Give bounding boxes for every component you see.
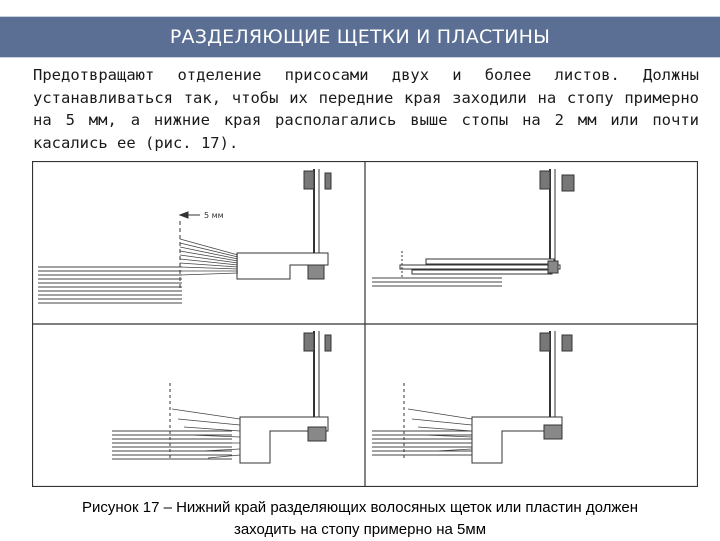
body-paragraph: Предотвращают отделение присосами двух и… bbox=[33, 66, 699, 152]
quadrant-bottom-left bbox=[112, 331, 332, 464]
quadrant-top-right bbox=[372, 169, 575, 287]
figure-17-diagram: 5 мм bbox=[32, 161, 698, 487]
caption-line-1: Рисунок 17 – Нижний край разделяющих вол… bbox=[81, 499, 639, 516]
caption-line-2: заходить на стопу примерно на 5мм bbox=[233, 521, 487, 538]
title-bar: РАЗДЕЛЯЮЩИЕ ЩЕТКИ И ПЛАСТИНЫ bbox=[0, 16, 720, 58]
figure-caption: Рисунок 17 – Нижний край разделяющих вол… bbox=[20, 497, 700, 541]
quadrant-top-left bbox=[38, 169, 332, 304]
slide-title: РАЗДЕЛЯЮЩИЕ ЩЕТКИ И ПЛАСТИНЫ bbox=[169, 26, 551, 48]
dimension-label: 5 мм bbox=[204, 211, 224, 220]
quadrant-bottom-right bbox=[372, 331, 573, 464]
